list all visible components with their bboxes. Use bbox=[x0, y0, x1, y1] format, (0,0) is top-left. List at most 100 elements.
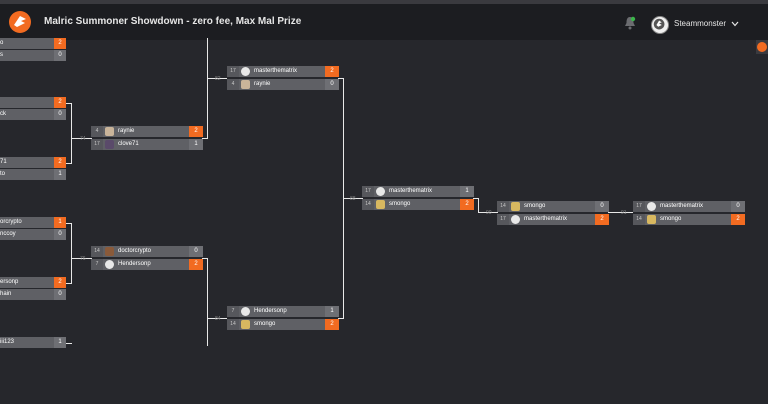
player-name: hain bbox=[0, 291, 12, 297]
player-name: o bbox=[0, 40, 4, 46]
logo-icon[interactable] bbox=[8, 10, 32, 34]
match-76[interactable]: 14 doctorcrypto 0 7 Hendersonp 2 bbox=[91, 246, 203, 272]
match-player-row[interactable]: 17 masterthematrix 2 bbox=[227, 66, 339, 77]
connector-line bbox=[66, 163, 72, 164]
player-name: raynie bbox=[118, 128, 135, 134]
left-row[interactable]: ersonp 2 bbox=[0, 277, 66, 288]
player-seed: 4 bbox=[227, 79, 239, 90]
player-score: 1 bbox=[54, 337, 66, 348]
player-name: clove71 bbox=[118, 141, 139, 147]
match-player-row[interactable]: 4 raynie 2 bbox=[91, 126, 203, 137]
match-player-row[interactable]: 14 smongo 2 bbox=[362, 199, 474, 210]
player-avatar-icon bbox=[241, 80, 250, 89]
connector-line bbox=[66, 223, 72, 224]
left-row[interactable]: ck 0 bbox=[0, 109, 66, 120]
match-88[interactable]: 17 masterthematrix 1 14 smongo 2 bbox=[362, 186, 474, 212]
match-90[interactable]: 14 smongo 0 17 masterthematrix 2 bbox=[497, 201, 609, 227]
match-player-row[interactable]: 17 masterthematrix 1 bbox=[362, 186, 474, 197]
player-name: smongo bbox=[660, 216, 682, 222]
player-name: Hendersonp bbox=[254, 308, 287, 314]
connector-line bbox=[71, 103, 72, 164]
player-name: smongo bbox=[524, 203, 546, 209]
player-name: orcrypto bbox=[0, 219, 22, 225]
username[interactable]: Steammonster bbox=[674, 19, 727, 28]
match-74[interactable]: 4 raynie 2 17 clove71 1 bbox=[91, 126, 203, 152]
connector-line bbox=[66, 103, 72, 104]
player-score: 0 bbox=[54, 109, 66, 120]
match-number: 76 bbox=[80, 256, 86, 262]
notification-bell-icon[interactable] bbox=[624, 16, 636, 30]
match-number: 88 bbox=[350, 196, 356, 202]
connector-line bbox=[608, 212, 633, 213]
connector-line bbox=[71, 138, 92, 139]
match-number: 91 bbox=[621, 210, 627, 216]
left-row[interactable]: orcrypto 1 bbox=[0, 217, 66, 228]
player-seed: 14 bbox=[497, 201, 509, 212]
player-seed: 7 bbox=[227, 306, 239, 317]
connector-line bbox=[338, 318, 344, 319]
left-row[interactable]: iii123 1 bbox=[0, 337, 66, 348]
player-name: to bbox=[0, 171, 6, 177]
player-avatar-icon bbox=[241, 307, 250, 316]
player-score: 0 bbox=[54, 229, 66, 240]
player-name: iii123 bbox=[0, 339, 15, 345]
player-avatar-icon bbox=[105, 260, 114, 269]
match-player-row[interactable]: 14 doctorcrypto 0 bbox=[91, 246, 203, 257]
left-row[interactable]: hain 0 bbox=[0, 289, 66, 300]
match-player-row[interactable]: 14 smongo 2 bbox=[227, 319, 339, 330]
player-name: ck bbox=[0, 111, 6, 117]
player-name: masterthematrix bbox=[254, 68, 298, 74]
match-player-row[interactable]: 17 masterthematrix 2 bbox=[497, 214, 609, 225]
player-seed: 14 bbox=[227, 319, 239, 330]
match-player-row[interactable]: 14 smongo 0 bbox=[497, 201, 609, 212]
match-player-row[interactable]: 4 raynie 0 bbox=[227, 79, 339, 90]
player-avatar-icon bbox=[241, 67, 250, 76]
chevron-down-icon[interactable] bbox=[731, 21, 739, 27]
player-score: 2 bbox=[54, 277, 66, 288]
match-player-row[interactable]: 17 masterthematrix 0 bbox=[633, 201, 745, 212]
player-score: 2 bbox=[189, 259, 203, 270]
match-number: 84 bbox=[215, 316, 221, 322]
player-avatar-icon bbox=[511, 202, 520, 211]
player-name: doctorcrypto bbox=[118, 248, 152, 254]
connector-line bbox=[71, 223, 72, 284]
player-score: 1 bbox=[54, 217, 66, 228]
match-player-row[interactable]: 17 clove71 1 bbox=[91, 139, 203, 150]
player-seed: 14 bbox=[362, 199, 374, 210]
player-avatar-icon bbox=[105, 140, 114, 149]
player-avatar-icon bbox=[376, 200, 385, 209]
match-player-row[interactable]: 14 smongo 2 bbox=[633, 214, 745, 225]
player-score: 2 bbox=[325, 319, 339, 330]
match-number: 74 bbox=[80, 136, 86, 142]
player-score: 0 bbox=[189, 246, 203, 257]
player-avatar-icon bbox=[376, 187, 385, 196]
connector-line bbox=[66, 283, 72, 284]
player-score: 2 bbox=[595, 214, 609, 225]
user-avatar[interactable] bbox=[651, 16, 669, 34]
connector-line bbox=[478, 212, 498, 213]
player-seed: 17 bbox=[633, 201, 645, 212]
player-seed: 4 bbox=[91, 126, 103, 137]
player-name: ersonp bbox=[0, 279, 19, 285]
connector-line bbox=[478, 198, 479, 212]
match-player-row[interactable]: 7 Hendersonp 1 bbox=[227, 306, 339, 317]
player-seed: 7 bbox=[91, 259, 103, 270]
connector-line bbox=[473, 198, 479, 199]
player-score: 1 bbox=[54, 169, 66, 180]
player-score: 2 bbox=[731, 214, 745, 225]
player-score: 0 bbox=[54, 289, 66, 300]
match-82[interactable]: 17 masterthematrix 2 4 raynie 0 bbox=[227, 66, 339, 92]
page-title: Malric Summoner Showdown - zero fee, Max… bbox=[44, 16, 302, 27]
match-91[interactable]: 17 masterthematrix 0 14 smongo 2 bbox=[633, 201, 745, 227]
player-avatar-icon bbox=[511, 215, 520, 224]
side-panel-toggle[interactable] bbox=[756, 40, 768, 54]
left-row[interactable]: to 1 bbox=[0, 169, 66, 180]
player-name: masterthematrix bbox=[389, 188, 433, 194]
match-84[interactable]: 7 Hendersonp 1 14 smongo 2 bbox=[227, 306, 339, 332]
left-row[interactable]: 2 bbox=[0, 97, 66, 108]
match-player-row[interactable]: 7 Hendersonp 2 bbox=[91, 259, 203, 270]
